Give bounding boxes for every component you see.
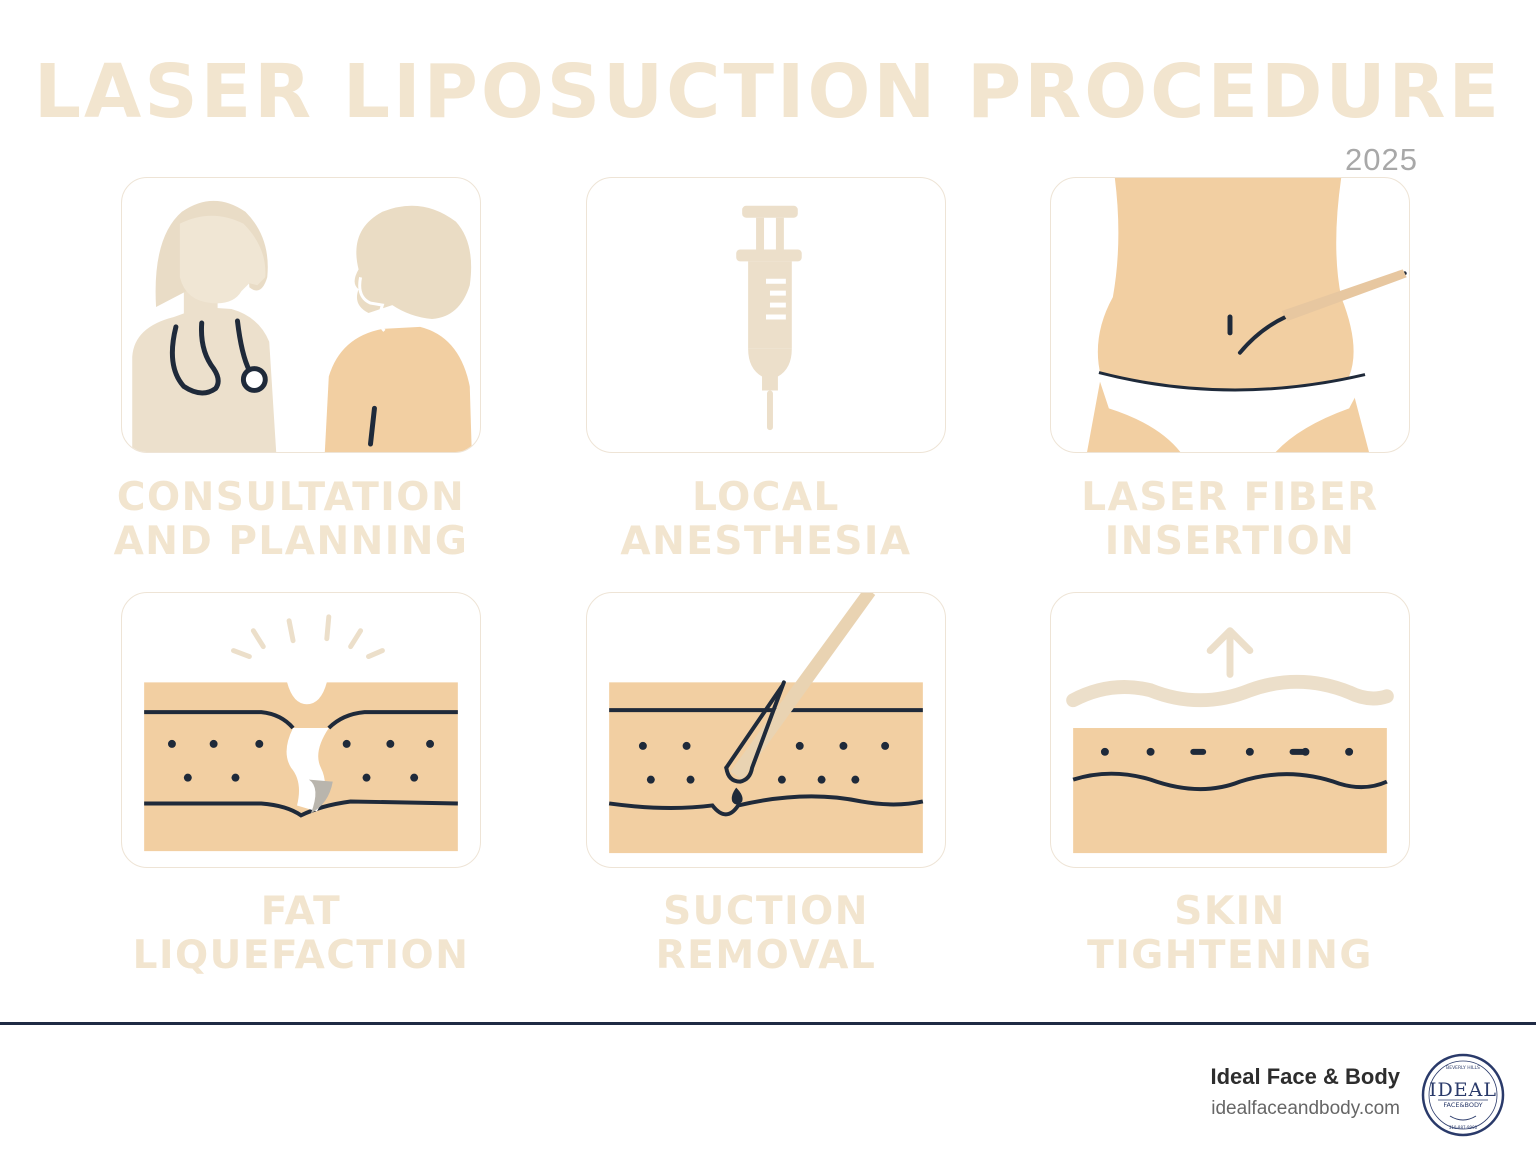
step-caption-local-anesthesia: LOCAL ANESTHESIA bbox=[620, 475, 912, 564]
step-caption-skin-tightening: SKIN TIGHTENING bbox=[1087, 889, 1373, 978]
logo-top-text: BEVERLY HILLS bbox=[1446, 1065, 1480, 1071]
logo-main-text: IDEAL bbox=[1429, 1079, 1497, 1101]
fat-liquefaction-icon bbox=[144, 614, 458, 852]
step-card-suction-removal bbox=[586, 592, 946, 868]
syringe-icon bbox=[736, 205, 802, 431]
step-caption-fat-liquefaction: FAT LIQUEFACTION bbox=[132, 889, 470, 978]
logo-phone-text: 310-887-9990 bbox=[1449, 1125, 1478, 1130]
year-label: 2025 bbox=[1345, 142, 1418, 177]
step-card-fat-liquefaction bbox=[121, 592, 481, 868]
step-card-laser-fiber-insertion bbox=[1050, 177, 1410, 453]
step-caption-suction-removal: SUCTION REMOVAL bbox=[655, 889, 877, 978]
consultation-icon bbox=[132, 200, 472, 452]
brand-name: Ideal Face & Body bbox=[1210, 1064, 1400, 1089]
step-caption-laser-fiber-insertion: LASER FIBER INSERTION bbox=[1081, 475, 1379, 564]
brand-url[interactable]: idealfaceandbody.com bbox=[1211, 1098, 1400, 1119]
step-card-local-anesthesia bbox=[586, 177, 946, 453]
logo-sub-text: FACE&BODY bbox=[1443, 1101, 1482, 1109]
step-card-consultation bbox=[121, 177, 481, 453]
brand-logo: BEVERLY HILLS IDEAL FACE&BODY 310-887-99… bbox=[1421, 1053, 1505, 1137]
skin-tightening-icon bbox=[1066, 627, 1394, 854]
step-caption-consultation: CONSULTATION AND PLANNING bbox=[113, 475, 469, 564]
cannula-suction-icon bbox=[608, 593, 924, 854]
abdomen-fiber-icon bbox=[1087, 178, 1407, 452]
footer-divider bbox=[0, 1022, 1536, 1025]
page-title: LASER LIPOSUCTION PROCEDURE bbox=[33, 49, 1503, 135]
step-card-skin-tightening bbox=[1050, 592, 1410, 868]
